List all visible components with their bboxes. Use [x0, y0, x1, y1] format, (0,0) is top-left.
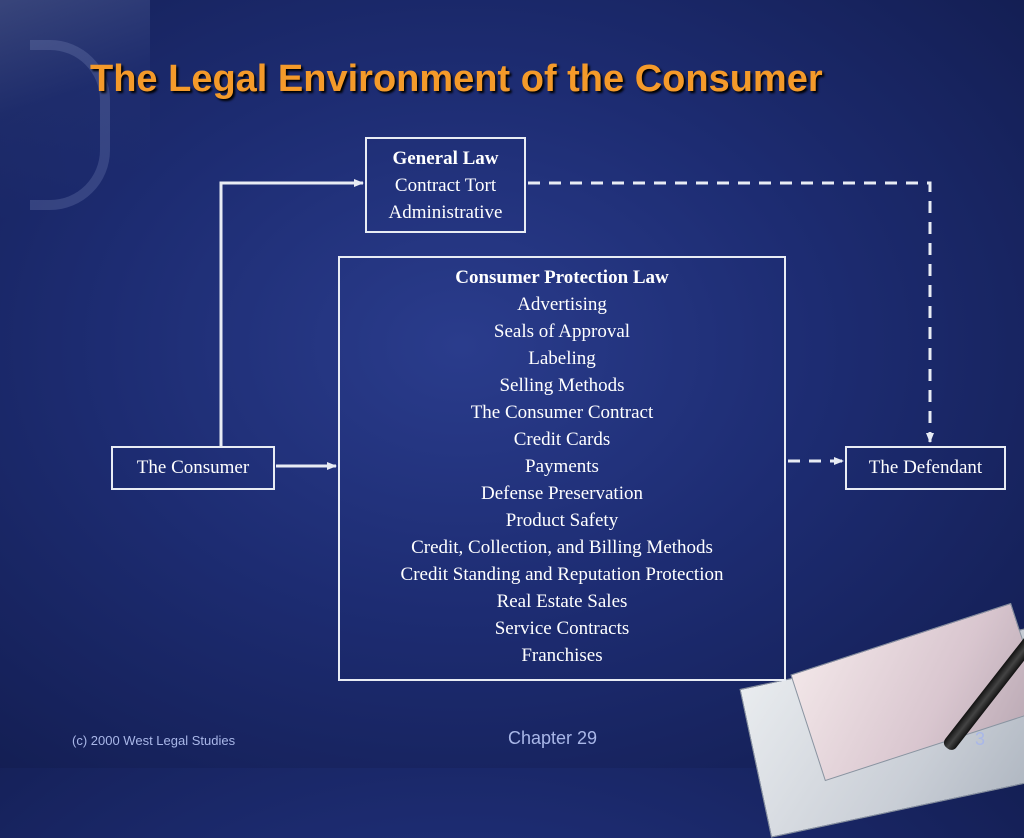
consumer-box: The Consumer [111, 446, 275, 490]
cpl-item: Franchises [521, 645, 603, 666]
cpl-item: The Consumer Contract [470, 402, 654, 423]
cpl-item: Service Contracts [494, 618, 630, 639]
cpl-item: Real Estate Sales [496, 591, 628, 612]
cpl-item: Credit Cards [513, 429, 611, 450]
cpl-item: Credit Standing and Reputation Protectio… [400, 564, 724, 585]
general-law-line: Contract Tort [394, 175, 497, 196]
consumer-protection-law-heading: Consumer Protection Law [455, 267, 669, 288]
consumer-protection-law-box: Consumer Protection Law Advertising Seal… [338, 256, 786, 681]
cpl-item: Selling Methods [499, 375, 625, 396]
defendant-box: The Defendant [845, 446, 1006, 490]
footer-chapter: Chapter 29 [508, 728, 598, 748]
cpl-item: Payments [525, 456, 599, 477]
footer-copyright: (c) 2000 West Legal Studies [72, 733, 236, 748]
cpl-item: Seals of Approval [493, 321, 631, 342]
cpl-item: Credit, Collection, and Billing Methods [411, 537, 713, 558]
slide-number: 3 [975, 729, 986, 749]
slide-title: The Legal Environment of the Consumer [90, 58, 823, 100]
diagram-connectors [219, 179, 934, 470]
cpl-item: Defense Preservation [481, 483, 643, 504]
general-law-box: General Law Contract Tort Administrative [365, 137, 526, 233]
cpl-item: Labeling [528, 348, 596, 369]
consumer-to-general-law-arrow [219, 179, 364, 446]
cpl-item: Advertising [517, 294, 607, 315]
cpl-item: Product Safety [505, 510, 619, 531]
general-law-to-defendant-dashed-arrow [528, 181, 934, 443]
general-law-line: Administrative [388, 202, 503, 223]
general-law-heading: General Law [392, 148, 499, 169]
